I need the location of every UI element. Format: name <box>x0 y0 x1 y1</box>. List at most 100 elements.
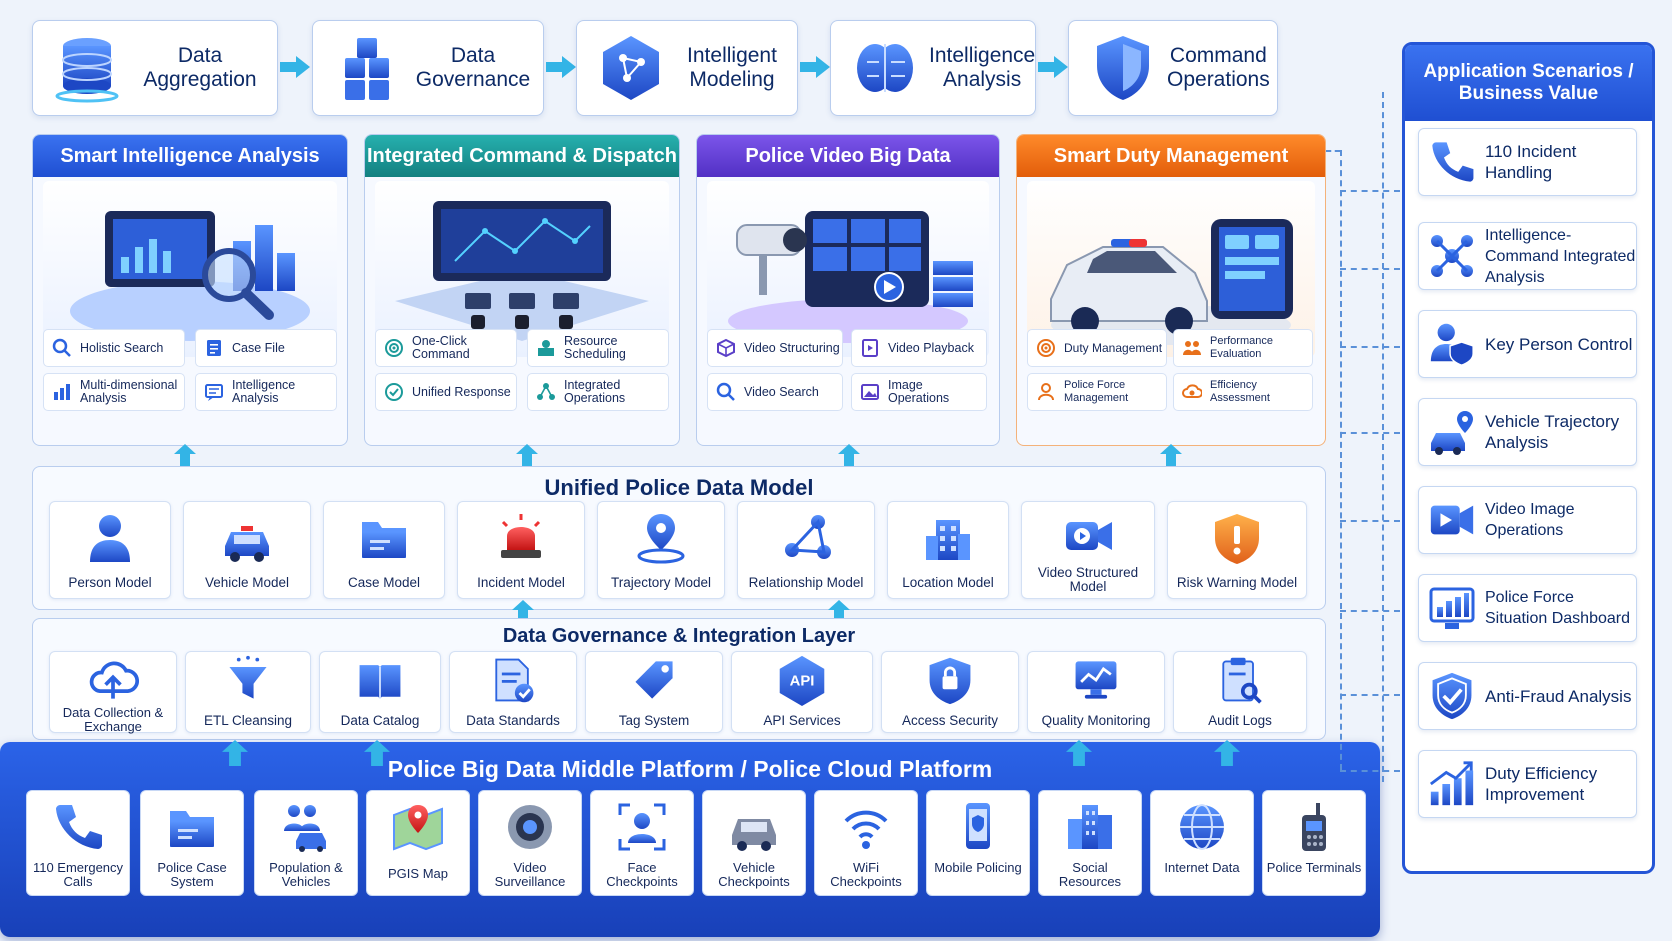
bar-chart-icon <box>54 384 70 400</box>
wifi-icon <box>844 810 888 851</box>
gov-card-data-catalog[interactable]: Data Catalog <box>319 651 441 733</box>
source-card-internet-data[interactable]: Internet Data <box>1150 790 1254 896</box>
analytics-dashboard-illustration <box>43 181 337 357</box>
feature-video-playback[interactable]: Video Playback <box>851 329 987 367</box>
source-card-police-case-system[interactable]: Police Case System <box>140 790 244 896</box>
car-pin-icon <box>1431 411 1473 455</box>
source-card-mobile-policing[interactable]: Mobile Policing <box>926 790 1030 896</box>
scenario-110-incident-handling[interactable]: 110 Incident Handling <box>1418 128 1637 196</box>
radio-icon <box>1302 803 1326 851</box>
database-icon <box>55 36 119 103</box>
model-card-risk-warning[interactable]: Risk Warning Model <box>1167 501 1307 599</box>
scenario-police-force-dashboard[interactable]: Police Force Situation Dashboard <box>1418 574 1637 642</box>
feature-efficiency-assessment[interactable]: Efficiency Assessment <box>1173 373 1313 411</box>
flow-step-label: Data Aggregation <box>143 44 257 91</box>
panel-police-video-big-data: Police Video Big Data Video Structuring … <box>696 134 1000 446</box>
gov-card-api-services[interactable]: API Services <box>731 651 873 733</box>
gov-card-data-standards[interactable]: Data Standards <box>449 651 577 733</box>
feature-case-file[interactable]: Case File <box>195 329 337 367</box>
model-card-location[interactable]: Location Model <box>887 501 1009 599</box>
warning-shield-icon <box>1215 514 1259 564</box>
gov-card-audit-logs[interactable]: Audit Logs <box>1173 651 1307 733</box>
search-icon <box>716 382 736 402</box>
flow-step-data-aggregation: Data Aggregation <box>32 20 278 116</box>
cubes-icon <box>345 38 389 100</box>
feature-intelligence-analysis[interactable]: Intelligence Analysis <box>195 373 337 411</box>
lock-shield-icon <box>928 656 972 706</box>
city-icon <box>1068 805 1112 849</box>
gov-card-tag-system[interactable]: Tag System <box>585 651 723 733</box>
feature-unified-response[interactable]: Unified Response <box>375 373 517 411</box>
book-icon <box>358 664 402 700</box>
image-icon <box>861 384 879 400</box>
flow-step-label: Intelligent Modeling <box>687 44 777 91</box>
model-card-relationship[interactable]: Relationship Model <box>737 501 875 599</box>
scenario-vehicle-trajectory[interactable]: Vehicle Trajectory Analysis <box>1418 398 1637 466</box>
scenario-intelligence-command[interactable]: Intelligence-Command Integrated Analysis <box>1418 222 1637 290</box>
feature-holistic-search[interactable]: Holistic Search <box>43 329 185 367</box>
scenario-anti-fraud-analysis[interactable]: Anti-Fraud Analysis <box>1418 662 1637 730</box>
person-icon <box>1038 383 1054 401</box>
source-card-video-surveillance[interactable]: Video Surveillance <box>478 790 582 896</box>
cloud-gear-icon <box>1182 384 1202 398</box>
model-card-vehicle[interactable]: Vehicle Model <box>183 501 311 599</box>
cloud-upload-icon <box>89 661 139 701</box>
model-card-trajectory[interactable]: Trajectory Model <box>597 501 725 599</box>
connector-line <box>1340 190 1400 192</box>
location-pin-icon <box>637 512 685 564</box>
scenario-duty-efficiency[interactable]: Duty Efficiency Improvement <box>1418 750 1637 818</box>
model-card-incident[interactable]: Incident Model <box>457 501 585 599</box>
flow-arrow-icon <box>800 56 830 78</box>
source-card-110-emergency-calls[interactable]: 110 Emergency Calls <box>26 790 130 896</box>
phone-icon <box>1432 142 1474 182</box>
source-card-police-terminals[interactable]: Police Terminals <box>1262 790 1366 896</box>
network-hexagon-icon <box>602 35 660 101</box>
connector-line <box>1340 610 1400 612</box>
source-card-social-resources[interactable]: Social Resources <box>1038 790 1142 896</box>
feature-video-search[interactable]: Video Search <box>707 373 843 411</box>
network-icon <box>536 382 556 401</box>
scenario-video-image-operations[interactable]: Video Image Operations <box>1418 486 1637 554</box>
network-icon <box>1429 233 1475 279</box>
panel-title: Smart Duty Management <box>1017 135 1325 177</box>
gov-card-access-security[interactable]: Access Security <box>881 651 1019 733</box>
feature-performance-evaluation[interactable]: Performance Evaluation <box>1173 329 1313 367</box>
panel-integrated-command-dispatch: Integrated Command & Dispatch One-Click … <box>364 134 680 446</box>
document-icon <box>207 340 221 356</box>
cube-icon <box>717 339 735 357</box>
feature-resource-scheduling[interactable]: Resource Scheduling <box>527 329 669 367</box>
source-card-wifi-checkpoints[interactable]: WiFi Checkpoints <box>814 790 918 896</box>
model-card-video-structured[interactable]: Video Structured Model <box>1021 501 1155 599</box>
arrow-up-icon <box>174 444 196 466</box>
document-check-icon <box>494 658 535 704</box>
source-card-face-checkpoints[interactable]: Face Checkpoints <box>590 790 694 896</box>
feature-duty-management[interactable]: Duty Management <box>1027 329 1167 367</box>
feature-video-structuring[interactable]: Video Structuring <box>707 329 843 367</box>
dashboard-icon <box>1429 587 1475 631</box>
brain-icon <box>856 43 914 93</box>
connector-line <box>1382 92 1384 782</box>
source-card-pgis-map[interactable]: PGIS Map <box>366 790 470 896</box>
feature-police-force-management[interactable]: Police Force Management <box>1027 373 1167 411</box>
dome-camera-icon <box>508 805 552 849</box>
gov-card-quality-monitoring[interactable]: Quality Monitoring <box>1027 651 1165 733</box>
scenario-key-person-control[interactable]: Key Person Control <box>1418 310 1637 378</box>
connector-line <box>1340 520 1400 522</box>
model-card-person[interactable]: Person Model <box>49 501 171 599</box>
flow-step-label: Data Governance <box>415 44 531 91</box>
feature-integrated-operations[interactable]: Integrated Operations <box>527 373 669 411</box>
arrow-up-icon <box>838 444 860 466</box>
feature-multi-dimensional-analysis[interactable]: Multi-dimensional Analysis <box>43 373 185 411</box>
gov-card-data-collection[interactable]: Data Collection & Exchange <box>49 651 177 734</box>
feature-image-operations[interactable]: Image Operations <box>851 373 987 411</box>
section-title: Data Governance & Integration Layer <box>502 625 856 647</box>
panel-smart-intelligence-analysis: Smart Intelligence Analysis Holistic Sea… <box>32 134 348 446</box>
feature-one-click-command[interactable]: One-Click Command <box>375 329 517 367</box>
connector-line <box>1340 770 1400 772</box>
source-card-population-vehicles[interactable]: Population & Vehicles <box>254 790 358 896</box>
model-card-case[interactable]: Case Model <box>323 501 445 599</box>
gov-card-etl-cleansing[interactable]: ETL Cleansing <box>185 651 311 733</box>
connector-line <box>1340 694 1400 696</box>
source-card-vehicle-checkpoints[interactable]: Vehicle Checkpoints <box>702 790 806 896</box>
relationship-icon <box>783 513 833 561</box>
